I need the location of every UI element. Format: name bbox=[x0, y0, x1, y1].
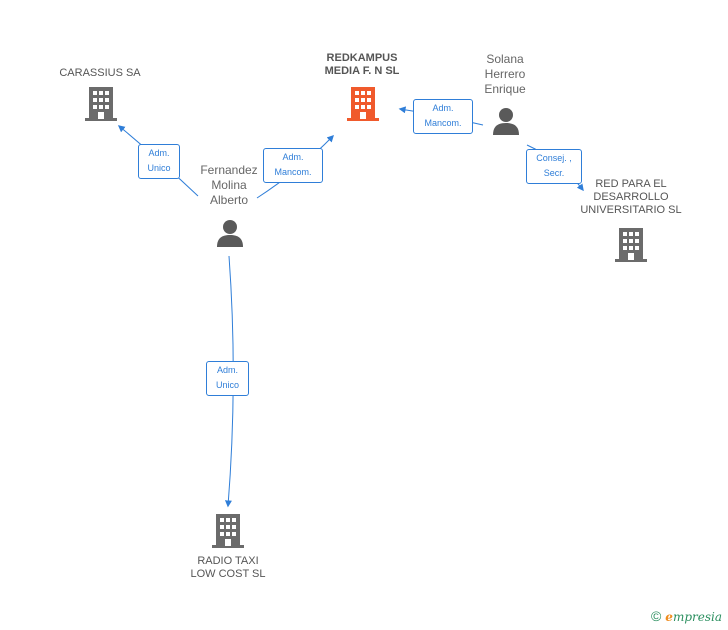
edge-label-solana-redpara[interactable]: Consej. , Secr. bbox=[526, 149, 582, 184]
edge-label-line: Mancom. bbox=[274, 167, 312, 177]
edge-label-line: Unico bbox=[215, 380, 239, 390]
copyright-icon: © bbox=[650, 608, 662, 624]
building-icon bbox=[85, 87, 117, 121]
building-icon bbox=[615, 228, 647, 262]
brand-logo[interactable]: empresia bbox=[665, 610, 722, 624]
edge-label-fernandez-radiotaxi[interactable]: Adm. Unico bbox=[206, 361, 249, 396]
red-para-name-line-3: UNIVERSITARIO SL bbox=[580, 204, 682, 216]
brand-name: mpresia bbox=[672, 610, 722, 624]
node-carassius[interactable]: CARASSIUS SA bbox=[50, 66, 150, 124]
radio-taxi-name-line-1: RADIO TAXI bbox=[197, 555, 259, 567]
carassius-name: CARASSIUS SA bbox=[59, 67, 141, 79]
fernandez-name-line-1: Fernandez bbox=[200, 163, 258, 177]
edge-label-line: Unico bbox=[147, 163, 171, 173]
solana-name-line-1: Solana bbox=[486, 52, 524, 66]
edge-label-solana-main[interactable]: Adm. Mancom. bbox=[413, 99, 473, 134]
building-icon bbox=[212, 514, 244, 548]
node-red-para[interactable]: RED PARA EL DESARROLLO UNIVERSITARIO SL bbox=[574, 177, 688, 263]
person-icon bbox=[217, 220, 243, 247]
brand-initial: e bbox=[665, 610, 673, 624]
edge-label-line: Consej. , bbox=[536, 153, 572, 163]
red-para-name-line-1: RED PARA EL bbox=[595, 178, 667, 190]
solana-name-line-2: Herrero bbox=[484, 67, 526, 81]
node-solana[interactable]: Solana Herrero Enrique bbox=[470, 52, 540, 138]
edge-label-fernandez-carassius[interactable]: Adm. Unico bbox=[138, 144, 180, 179]
radio-taxi-name-line-2: LOW COST SL bbox=[190, 568, 266, 580]
edge-label-line: Adm. bbox=[148, 148, 170, 158]
solana-name-line-3: Enrique bbox=[484, 82, 526, 96]
main-company-name-line-2: MEDIA F. N SL bbox=[324, 65, 400, 77]
node-fernandez[interactable]: Fernandez Molina Alberto bbox=[194, 163, 264, 249]
fernandez-name-line-2: Molina bbox=[211, 178, 247, 192]
edge-label-fernandez-main[interactable]: Adm. Mancom. bbox=[263, 148, 323, 183]
node-main-company[interactable]: REDKAMPUS MEDIA F. N SL bbox=[300, 50, 424, 125]
node-radio-taxi[interactable]: RADIO TAXI LOW COST SL bbox=[176, 514, 280, 586]
edge-label-line: Mancom. bbox=[424, 118, 462, 128]
main-company-name-line-1: REDKAMPUS bbox=[326, 52, 398, 64]
building-icon bbox=[347, 87, 379, 121]
person-icon bbox=[493, 108, 519, 135]
edge-label-line: Adm. bbox=[216, 365, 238, 375]
edge-label-line: Secr. bbox=[543, 168, 565, 178]
copyright-footer: ©empresia bbox=[651, 608, 722, 624]
fernandez-name-line-3: Alberto bbox=[209, 193, 249, 207]
edge-label-line: Adm. bbox=[432, 103, 454, 113]
edge-label-line: Adm. bbox=[282, 152, 304, 162]
red-para-name-line-2: DESARROLLO bbox=[593, 191, 669, 203]
